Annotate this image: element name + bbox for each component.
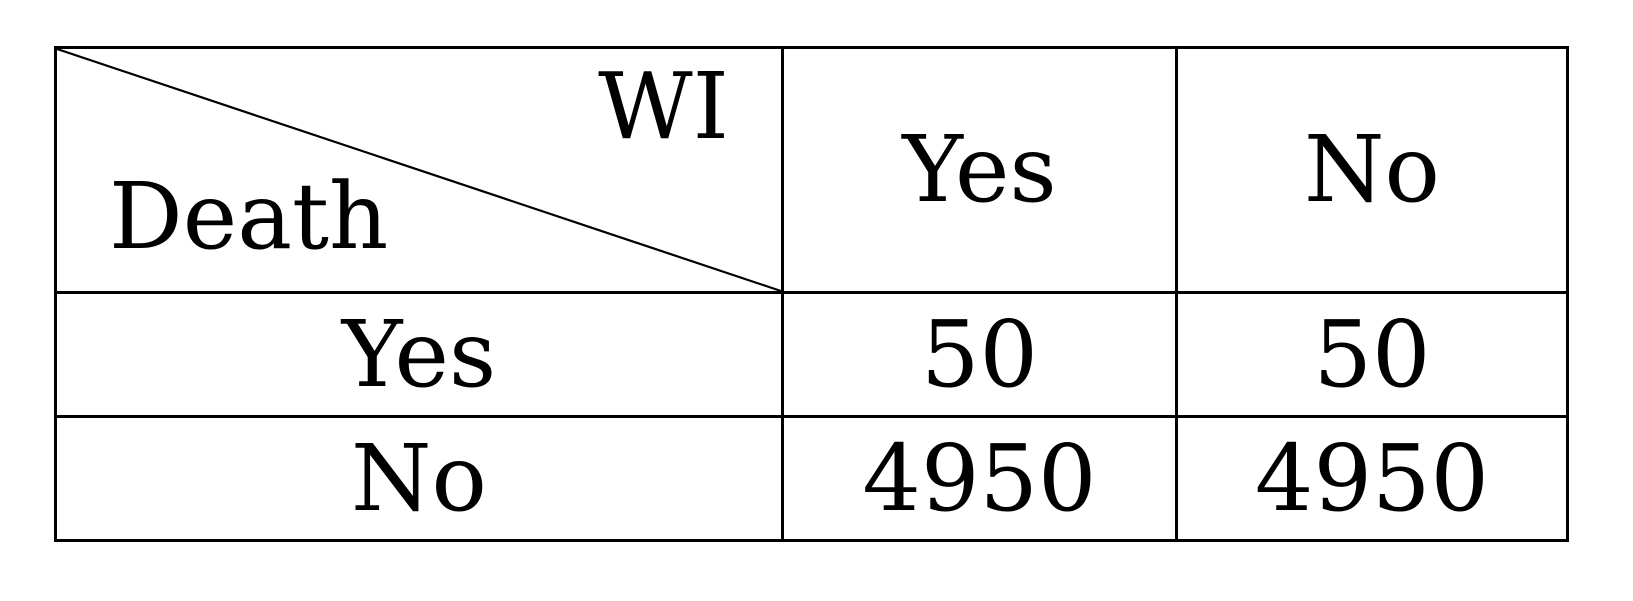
table-cell: 4950 bbox=[1175, 415, 1569, 542]
row-variable-label: Death bbox=[109, 163, 389, 270]
table-row: No 4950 4950 bbox=[54, 415, 1569, 542]
table-cell: 4950 bbox=[781, 415, 1178, 542]
column-variable-label: WI bbox=[598, 53, 729, 160]
table-header-row: WI Death Yes No bbox=[54, 46, 1569, 294]
diagonal-divider bbox=[57, 49, 781, 291]
contingency-table: WI Death Yes No Yes 50 50 No 4950 4950 bbox=[54, 46, 1569, 542]
table-cell: 50 bbox=[1175, 291, 1569, 418]
column-header-no: No bbox=[1175, 46, 1569, 294]
contingency-table-container: WI Death Yes No Yes 50 50 No 4950 4950 bbox=[54, 46, 1569, 542]
row-label-no: No bbox=[54, 415, 784, 542]
table-cell: 50 bbox=[781, 291, 1178, 418]
diagonal-corner-cell: WI Death bbox=[54, 46, 784, 294]
column-header-yes: Yes bbox=[781, 46, 1178, 294]
table-row: Yes 50 50 bbox=[54, 291, 1569, 418]
row-label-yes: Yes bbox=[54, 291, 784, 418]
